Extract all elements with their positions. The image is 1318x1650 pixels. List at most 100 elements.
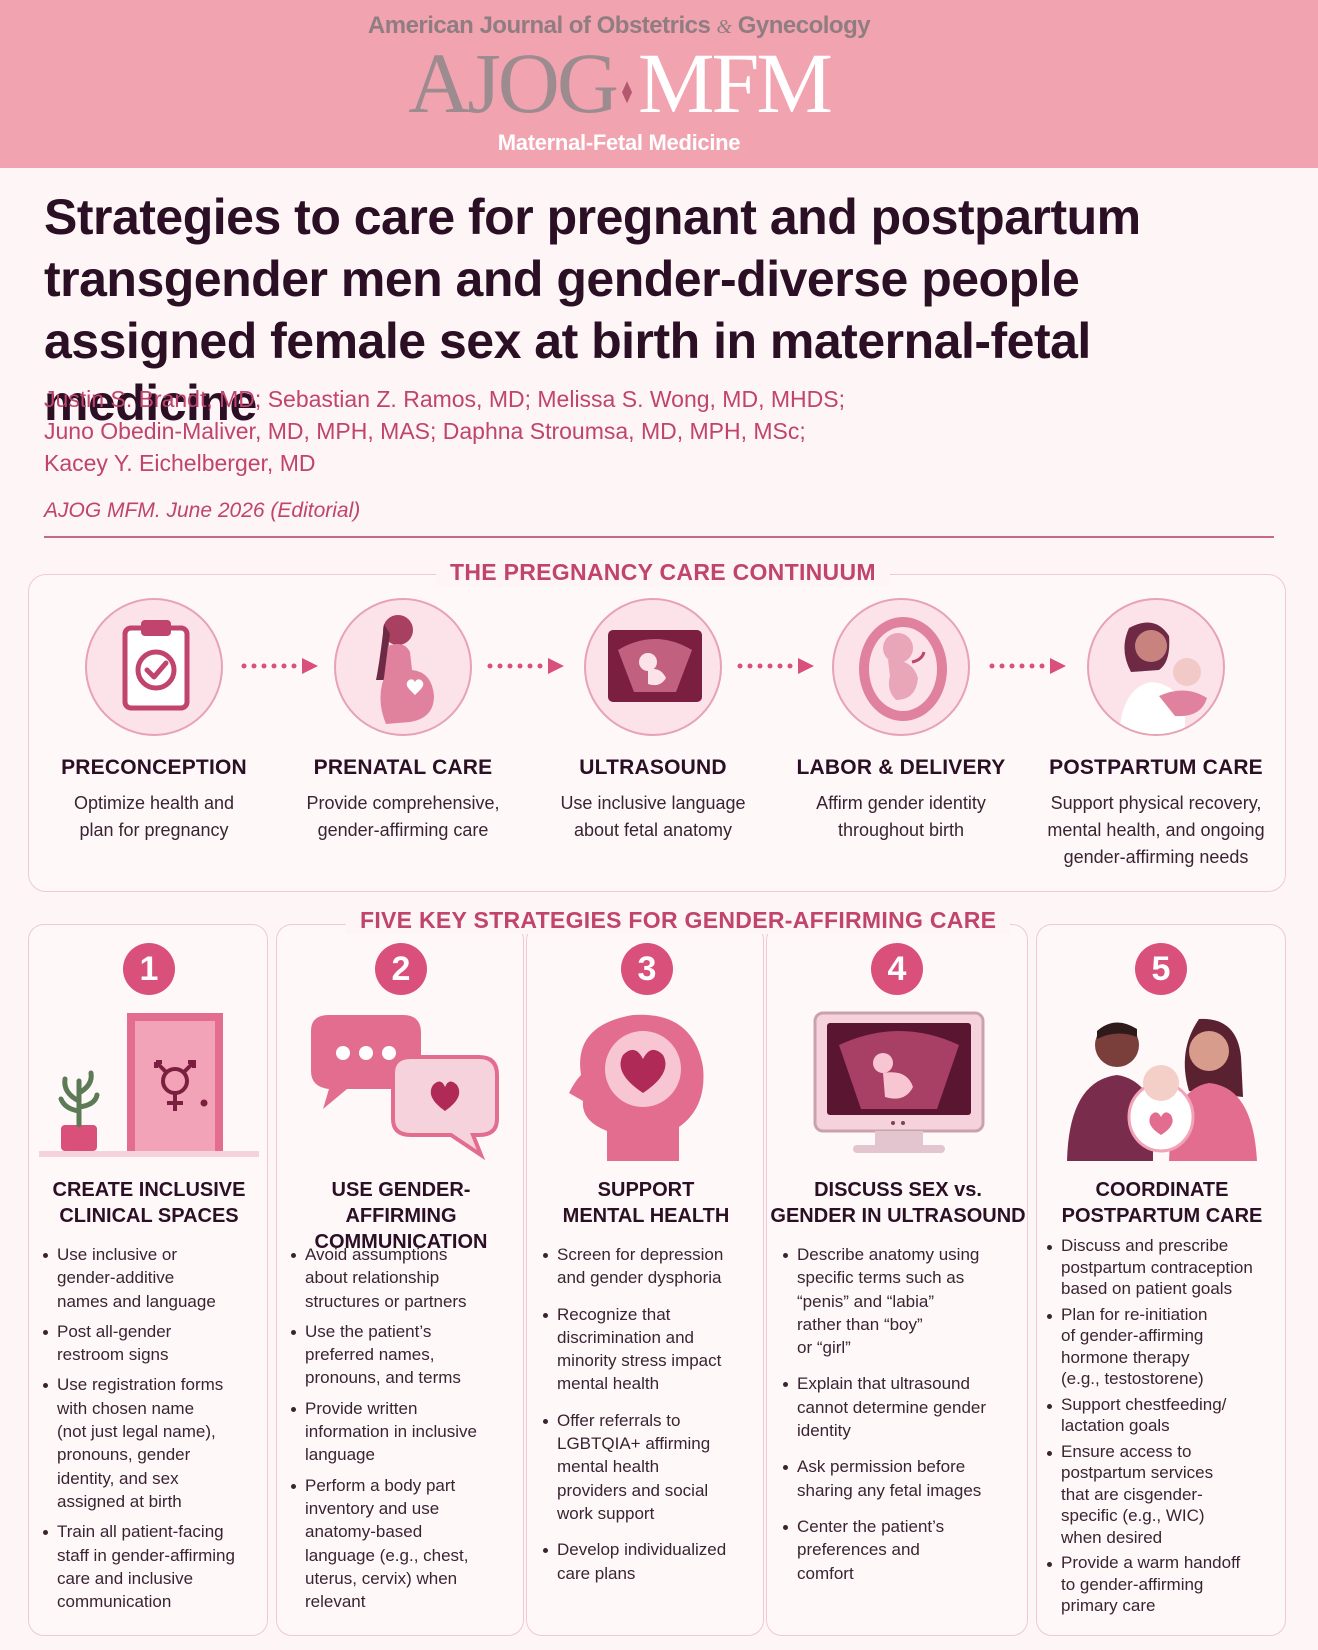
ultrasound-monitor-icon (813, 1011, 985, 1153)
strategy-title-line: MENTAL HEALTH (562, 1205, 730, 1227)
title-line: Strategies to care for pregnant and post… (44, 189, 1141, 245)
strategy-number: 5 (1135, 943, 1187, 995)
journal-name-start: American Journal of Obstetrics (367, 12, 711, 39)
continuum-heading: THE PREGNANCY CARE CONTINUUM (436, 559, 890, 586)
strategy-card-1: 1 CREATE INCLUSIVE CLINICAL SPACES Use i… (28, 924, 268, 1636)
step-desc-line: throughout birth (837, 820, 965, 840)
step-description: Optimize health and plan for pregnancy (29, 790, 279, 844)
step-title: PRECONCEPTION (61, 756, 247, 779)
step-desc-line: Use inclusive language (560, 793, 746, 813)
strategy-title: CREATE INCLUSIVE CLINICAL SPACES (29, 1177, 269, 1229)
strategy-title: SUPPORT MENTAL HEALTH (527, 1177, 765, 1229)
strategy-number: 4 (871, 943, 923, 995)
divider (44, 536, 1274, 538)
step-desc-line: plan for pregnancy (79, 820, 229, 840)
author-line: Justin S. Brandt, MD; Sebastian Z. Ramos… (44, 386, 845, 412)
step-title: PRENATAL CARE (313, 756, 493, 779)
step-desc-line: about fetal anatomy (573, 820, 733, 840)
step-title: ULTRASOUND (579, 756, 727, 779)
step-preconception: PRECONCEPTION Optimize health and plan f… (29, 598, 279, 844)
title-line: transgender men and gender-diverse peopl… (44, 251, 1080, 307)
strategy-title: COORDINATE POSTPARTUM CARE (1037, 1177, 1287, 1229)
dotted-arrow-icon (241, 658, 318, 674)
step-desc-line: Support physical recovery, (1050, 793, 1262, 813)
step-ultrasound: ULTRASOUND Use inclusive language about … (528, 598, 778, 844)
head-heart-icon (569, 1014, 704, 1161)
parent-holding-baby-icon (1087, 598, 1225, 736)
speech-bubbles-icon (311, 1015, 499, 1161)
strategy-title-line: DISCUSS SEX vs. (814, 1179, 982, 1201)
article-title: Strategies to care for pregnant and post… (44, 186, 1274, 434)
all-gender-restroom-door-icon (39, 1013, 259, 1157)
strategies-heading: FIVE KEY STRATEGIES FOR GENDER-AFFIRMING… (346, 907, 1011, 934)
author-line: Kacey Y. Eichelberger, MD (44, 450, 316, 476)
step-title: POSTPARTUM CARE (1049, 756, 1263, 779)
citation: AJOG MFM. June 2026 (Editorial) (44, 499, 361, 522)
strategy-title-line: POSTPARTUM CARE (1061, 1205, 1263, 1227)
ultrasound-screen-icon (584, 598, 722, 736)
author-line: Juno Obedin-Maliver, MD, MPH, MAS; Daphn… (44, 418, 806, 444)
strategy-title-line: COMMUNICATION (314, 1231, 488, 1253)
strategy-title-line: CREATE INCLUSIVE (52, 1179, 246, 1201)
journal-ampersand: & (716, 16, 733, 38)
title-line: assigned female sex at birth in maternal… (44, 313, 1091, 431)
step-desc-line: gender-affirming needs (1063, 847, 1249, 867)
author-list: Justin S. Brandt, MD; Sebastian Z. Ramos… (44, 383, 1244, 479)
fetus-icon (832, 598, 970, 736)
pregnant-person-icon (334, 598, 472, 736)
strategy-card-4: 4 DISCUSS SEX vs. GENDER IN ULTRASOUND D… (766, 924, 1028, 1636)
clipboard-check-icon (85, 598, 223, 736)
step-desc-line: gender-affirming care (317, 820, 489, 840)
step-prenatal-care: PRENATAL CARE Provide comprehensive, gen… (278, 598, 528, 844)
strategy-title: DISCUSS SEX vs. GENDER IN ULTRASOUND (767, 1177, 1029, 1229)
step-description: Support physical recovery, mental health… (1031, 790, 1281, 871)
strategy-title-line: SUPPORT (597, 1179, 695, 1201)
step-desc-line: Optimize health and (73, 793, 235, 813)
step-desc-line: Affirm gender identity (816, 793, 986, 813)
journal-subtitle: Maternal-Fetal Medicine (497, 130, 741, 155)
dotted-arrow-icon (737, 658, 814, 674)
step-title: LABOR & DELIVERY (796, 756, 1006, 779)
step-labor-delivery: LABOR & DELIVERY Affirm gender identity … (776, 598, 1026, 844)
strategy-number: 1 (123, 943, 175, 995)
step-description: Affirm gender identity throughout birth (776, 790, 1026, 844)
strategy-title-line: COORDINATE (1095, 1179, 1229, 1201)
step-desc-line: mental health, and ongoing (1047, 820, 1265, 840)
strategy-title-line: USE GENDER-AFFIRMING (331, 1179, 471, 1227)
strategy-number: 2 (375, 943, 427, 995)
strategy-title-line: GENDER IN ULTRASOUND (770, 1205, 1026, 1227)
journal-name-end: Gynecology (737, 12, 871, 39)
step-desc-line: Provide comprehensive, (306, 793, 500, 813)
step-description: Provide comprehensive, gender-affirming … (278, 790, 528, 844)
step-postpartum-care: POSTPARTUM CARE Support physical recover… (1031, 598, 1281, 871)
dotted-arrow-icon (487, 658, 564, 674)
strategy-title-line: CLINICAL SPACES (59, 1205, 239, 1227)
strategy-title: USE GENDER-AFFIRMING COMMUNICATION (277, 1177, 525, 1255)
strategy-card-3: 3 SUPPORT MENTAL HEALTH Screen for depre… (526, 924, 764, 1636)
journal-name: American Journal of Obstetrics & Gynecol… (0, 12, 1238, 40)
dotted-arrow-icon (989, 658, 1066, 674)
